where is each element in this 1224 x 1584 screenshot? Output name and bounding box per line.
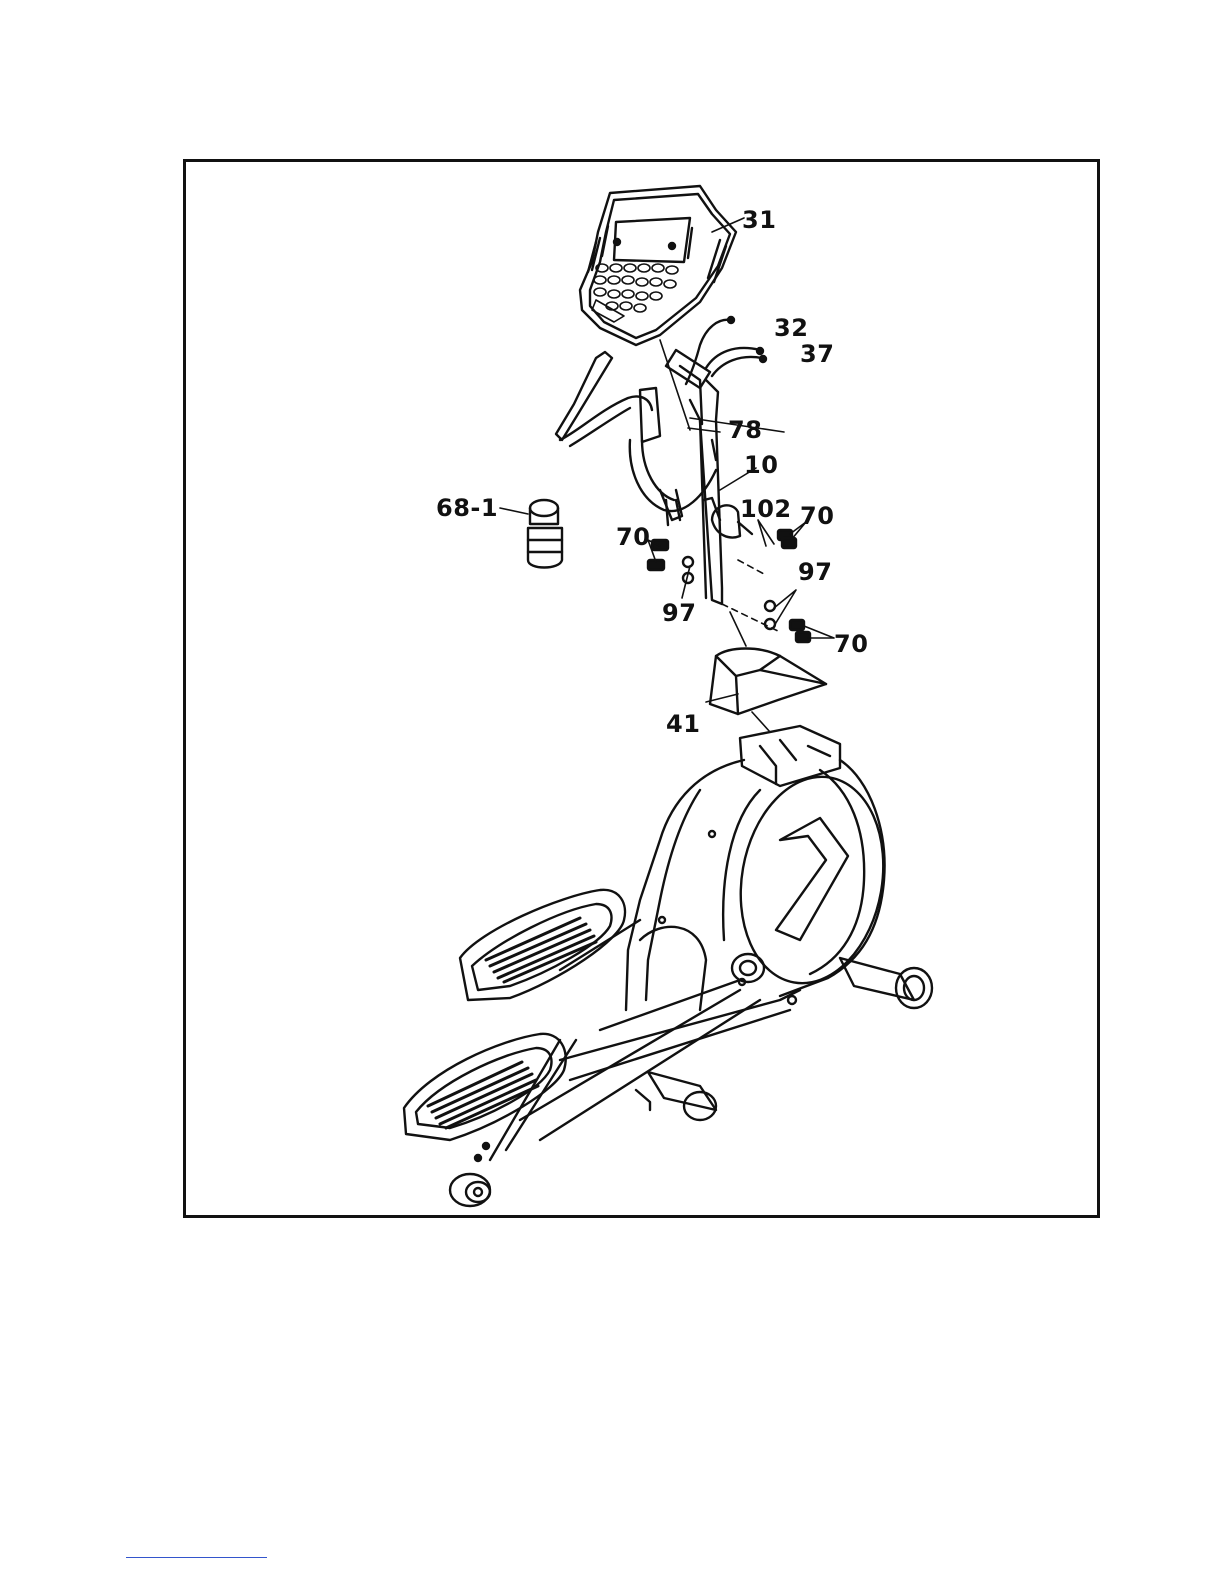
label-bolts-left: 70: [616, 525, 650, 549]
console-keypad: [592, 264, 678, 322]
upright-cover: [710, 649, 826, 715]
label-screws-78: 78: [728, 418, 762, 442]
label-bottle: 68-1: [436, 496, 498, 520]
label-pulse-wires: 37: [800, 342, 834, 366]
label-wire-upper: 32: [774, 316, 808, 340]
footer-rule: [126, 1557, 267, 1558]
pedal-lower: [404, 1034, 566, 1140]
wires: [686, 317, 766, 384]
label-axle-102: 102: [740, 497, 792, 521]
console-assembly: [580, 186, 736, 345]
water-bottle: [528, 500, 562, 568]
label-washers-left: 97: [662, 601, 696, 625]
bolts-left: [648, 540, 693, 583]
label-washers-right: 97: [798, 560, 832, 584]
label-bolts-right-upper: 70: [800, 504, 834, 528]
console-display: [614, 218, 690, 262]
upright-assembly: [556, 350, 780, 632]
label-upright: 10: [744, 453, 778, 477]
label-bolts-right-lower: 70: [834, 632, 868, 656]
label-leaders: [648, 218, 834, 702]
label-upright-cover: 41: [666, 712, 700, 736]
label-console: 31: [742, 208, 776, 232]
bolts-right: [765, 530, 810, 642]
